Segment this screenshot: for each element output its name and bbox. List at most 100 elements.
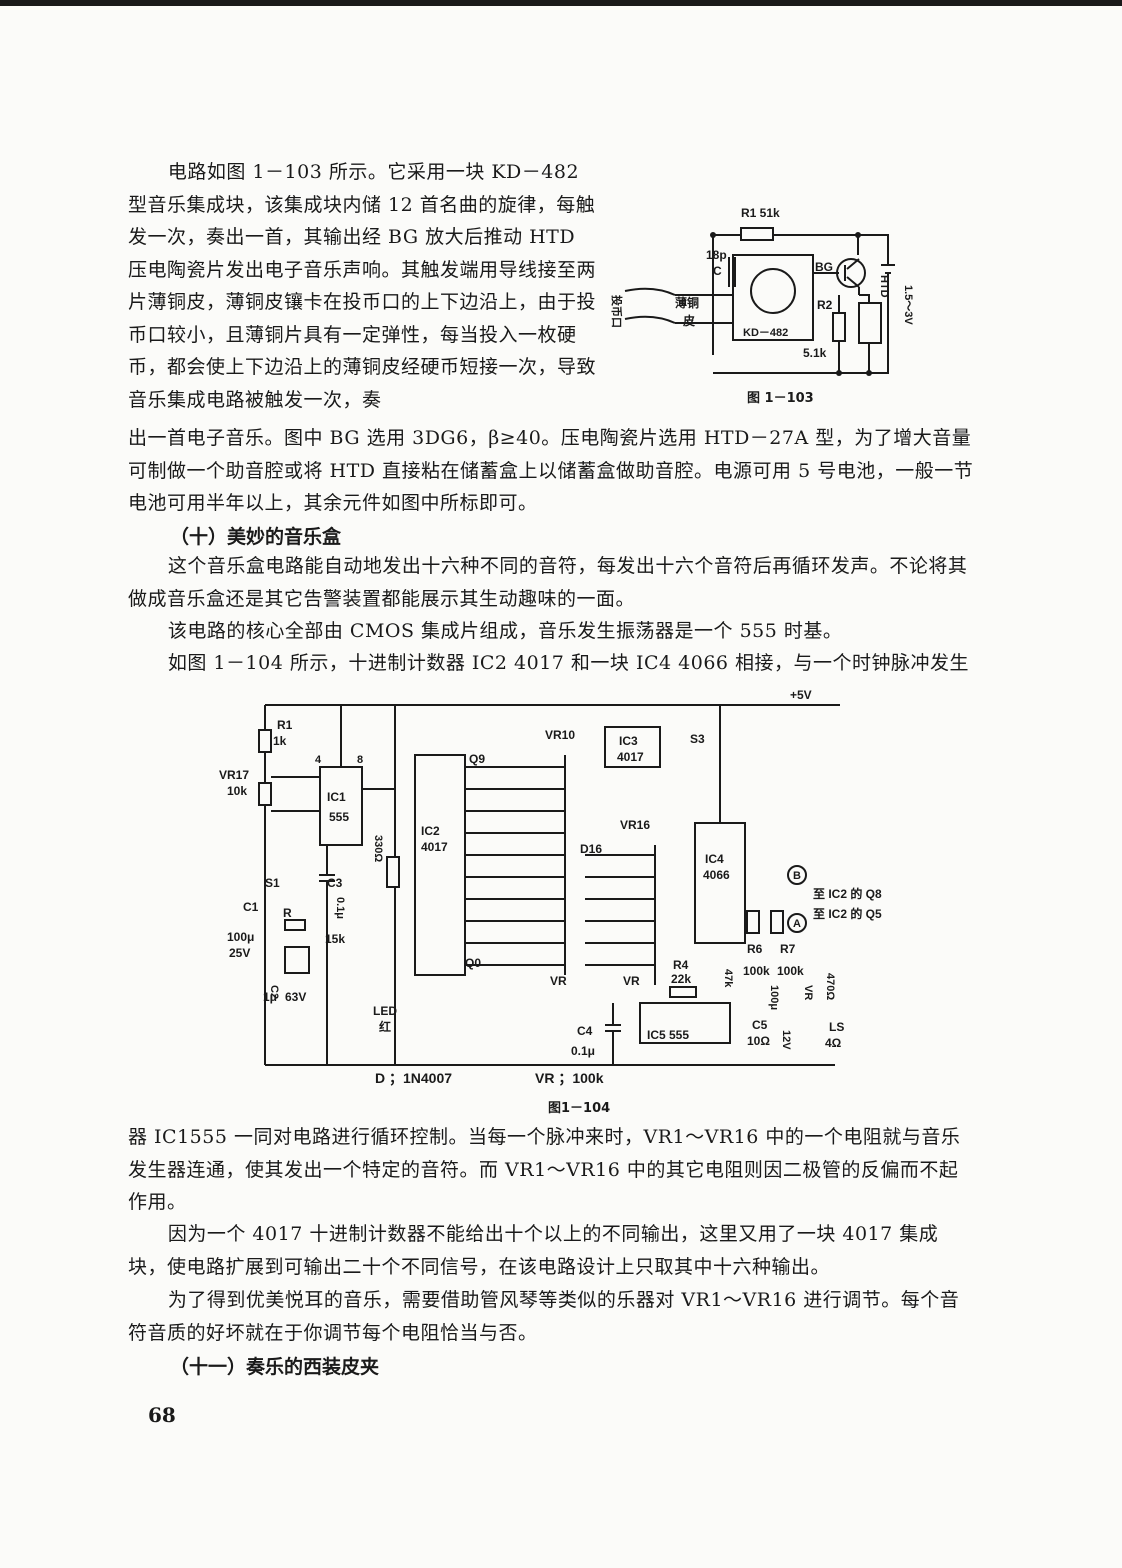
label-r2-value: 5.1k bbox=[803, 346, 827, 360]
label-to-q5: 至 IC2 的 Q5 bbox=[813, 906, 882, 921]
label-330ohm: 330Ω bbox=[372, 835, 384, 862]
label-ic3: IC3 bbox=[619, 734, 638, 748]
label-c5: C5 bbox=[752, 1018, 768, 1032]
label-r7: R7 bbox=[780, 942, 796, 956]
label-c3-value: 0.1μ bbox=[334, 897, 346, 919]
paragraph-music-box-5: 因为一个 4017 十进制计数器不能给出十个以上的不同输出，这里又用了一块 40… bbox=[128, 1223, 939, 1278]
label-c-value: 18p bbox=[706, 248, 727, 262]
label-led: LED bbox=[373, 1004, 397, 1018]
label-s3: S3 bbox=[690, 732, 705, 746]
label-r1: R1 51k bbox=[741, 206, 780, 220]
ic3-4017 bbox=[604, 726, 661, 768]
switch-s2 bbox=[284, 946, 310, 974]
label-copper-1: 薄铜 bbox=[675, 295, 699, 310]
paragraph-intro-continued: 出一首电子音乐。图中 BG 选用 3DG6，β≥40。压电陶瓷片选用 HTD－2… bbox=[128, 427, 974, 514]
label-vcc: +5V bbox=[790, 688, 812, 702]
ic-kd482-disc bbox=[750, 268, 796, 314]
label-q9: Q9 bbox=[469, 752, 485, 766]
label-c5-voltage: 12V bbox=[780, 1030, 792, 1050]
label-copper-2: 皮 bbox=[682, 313, 695, 328]
label-coin-slot: 投币口 bbox=[610, 295, 624, 328]
label-10ohm: 10Ω bbox=[747, 1034, 770, 1048]
label-bg: BG bbox=[815, 260, 833, 274]
label-ic1-type: 555 bbox=[329, 810, 349, 824]
label-ls: LS bbox=[829, 1020, 844, 1034]
figure-1-104-caption: 图1－104 bbox=[548, 1101, 611, 1116]
label-c1: C1 bbox=[243, 900, 259, 914]
label-r: R bbox=[283, 906, 292, 920]
resistor-r2 bbox=[832, 312, 846, 342]
ic4-4066 bbox=[694, 822, 746, 944]
piezo-htd bbox=[858, 302, 882, 344]
label-legend-diode: D ；1N4007 bbox=[375, 1070, 452, 1087]
label-r1-value: 1k bbox=[273, 734, 287, 748]
page-number: 68 bbox=[148, 1403, 176, 1427]
svg-text:4: 4 bbox=[315, 754, 322, 766]
ic1-555 bbox=[319, 766, 363, 846]
label-a: A bbox=[793, 918, 801, 930]
label-ic4-type: 4066 bbox=[703, 868, 730, 882]
label-r6-value: 100k bbox=[743, 964, 770, 978]
label-ic2: IC2 bbox=[421, 824, 440, 838]
label-r6: R6 bbox=[747, 942, 763, 956]
svg-text:8: 8 bbox=[357, 754, 363, 766]
connector-a bbox=[787, 913, 807, 933]
label-c4: C4 bbox=[577, 1024, 593, 1038]
label-s1: S1 bbox=[265, 876, 280, 890]
label-vr17: VR17 bbox=[219, 768, 249, 782]
label-47k: 47k bbox=[722, 969, 734, 988]
figure-1-103-caption: 图 1－103 bbox=[747, 391, 814, 406]
label-470ohm: 470Ω bbox=[824, 973, 836, 1000]
top-rule bbox=[0, 0, 1122, 6]
paragraph-music-box-3: 如图 1－104 所示，十进制计数器 IC2 4017 和一块 IC4 4066… bbox=[167, 652, 970, 674]
label-vr16: VR16 bbox=[620, 818, 650, 832]
transistor-bg bbox=[836, 258, 866, 288]
label-kd482: KD－482 bbox=[743, 327, 788, 339]
paragraph-music-box-1: 这个音乐盒电路能自动地发出十六种不同的音符，每发出十六个音符后再循环发声。不论将… bbox=[128, 555, 968, 610]
label-ic5: IC5 555 bbox=[647, 1028, 689, 1042]
label-ic4: IC4 bbox=[705, 852, 724, 866]
label-led-color: 红 bbox=[379, 1019, 391, 1034]
paragraph-intro: 电路如图 1－103 所示。它采用一块 KD－482 型音乐集成块，该集成块内储… bbox=[128, 161, 597, 411]
label-vr-a: VR bbox=[550, 974, 567, 988]
label-c3: C3 bbox=[327, 876, 343, 890]
label-vr-b: VR bbox=[623, 974, 640, 988]
label-ic3-type: 4017 bbox=[617, 750, 644, 764]
label-c2: C2 bbox=[268, 985, 280, 999]
label-c: C bbox=[713, 264, 722, 278]
paragraph-music-box-4: 器 IC1555 一同对电路进行循环控制。当每一个脉冲来时，VR1～VR16 中… bbox=[128, 1126, 961, 1213]
section-heading-11: （十一）奏乐的西装皮夹 bbox=[170, 1356, 380, 1378]
label-c4-value: 0.1μ bbox=[571, 1044, 595, 1058]
label-vr-c: VR bbox=[802, 985, 814, 1000]
resistor-r1 bbox=[740, 227, 774, 241]
label-ic2-type: 4017 bbox=[421, 840, 448, 854]
label-r4-value: 22k bbox=[671, 972, 691, 986]
figure-1-103-circuit: R1 51k KD－482 18p C BG R2 5.1k HTD 1.5～3… bbox=[610, 206, 914, 376]
label-r7-value: 100k bbox=[777, 964, 804, 978]
label-b: B bbox=[793, 870, 801, 882]
label-ic1: IC1 bbox=[327, 790, 346, 804]
label-to-q8: 至 IC2 的 Q8 bbox=[813, 886, 882, 901]
section-heading-10: （十）美妙的音乐盒 bbox=[170, 526, 342, 548]
label-legend-vr: VR ；100k bbox=[535, 1070, 604, 1087]
label-vr17-value: 10k bbox=[227, 784, 247, 798]
label-c1-value: 100μ bbox=[227, 930, 254, 944]
diode-ladder-vr11-vr16 bbox=[585, 845, 656, 985]
label-c1-voltage: 25V bbox=[229, 946, 250, 960]
ic2-4017 bbox=[414, 754, 466, 976]
connector-b bbox=[787, 865, 807, 885]
label-q0: Q0 bbox=[465, 956, 481, 970]
figure-1-104-circuit: +5V R1 1k VR17 10k IC1 555 4 8 S1 C1 100μ… bbox=[219, 688, 882, 1087]
label-ls-value: 4Ω bbox=[825, 1036, 842, 1050]
paragraph-music-box-6: 为了得到优美悦耳的音乐，需要借助管风琴等类似的乐器对 VR1～VR16 进行调节… bbox=[128, 1289, 960, 1344]
label-battery: 1.5～3V bbox=[902, 285, 914, 325]
label-d16: D16 bbox=[580, 842, 602, 856]
label-c2-value: 1μ bbox=[263, 990, 277, 1004]
ic5-555 bbox=[639, 1002, 731, 1044]
label-c2-voltage: 63V bbox=[285, 990, 306, 1004]
label-c5-value: 100μ bbox=[768, 985, 780, 1010]
diode-ladder-vr1-vr10 bbox=[465, 755, 566, 975]
label-vr10: VR10 bbox=[545, 728, 575, 742]
label-r1: R1 bbox=[277, 718, 293, 732]
label-r2: R2 bbox=[817, 298, 833, 312]
